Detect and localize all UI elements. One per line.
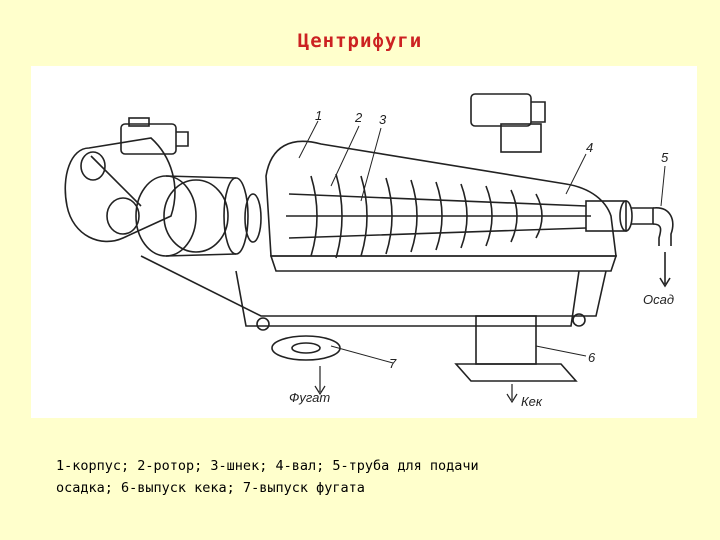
shaft-right [585, 200, 654, 232]
part-number-4: 4 [586, 140, 593, 155]
part-number-3: 3 [379, 112, 387, 127]
page-title: Центрифуги [297, 30, 423, 52]
centrifuge-diagram: 1 2 3 4 5 6 7 Осад Фугат Кек [31, 66, 697, 418]
gearbox [135, 175, 262, 257]
leader-lines [298, 120, 666, 364]
label-sediment: Осад [643, 292, 674, 307]
part-number-labels: 1 2 3 4 5 6 7 [315, 108, 669, 371]
centrifuge-drawing: 1 2 3 4 5 6 7 Осад Фугат Кек [64, 93, 674, 409]
base-frame [140, 255, 607, 382]
part-number-1: 1 [315, 108, 322, 123]
label-filtrate: Фугат [289, 390, 330, 405]
outlet-arrows [314, 366, 518, 404]
motor-left [120, 117, 189, 155]
belt-guard [64, 137, 176, 243]
caption-line-2: осадка; 6-выпуск кека; 7-выпуск фугата [56, 480, 365, 496]
casing [265, 140, 618, 272]
motor-top [470, 93, 546, 153]
figure-caption: 1-корпус; 2-ротор; 3-шнек; 4-вал; 5-труб… [56, 455, 696, 499]
part-number-7: 7 [389, 356, 397, 371]
feed-pipe [652, 207, 674, 288]
label-cake: Кек [521, 394, 543, 409]
screw-conveyor [286, 173, 591, 259]
part-number-2: 2 [354, 110, 363, 125]
caption-line-1: 1-корпус; 2-ротор; 3-шнек; 4-вал; 5-труб… [56, 458, 479, 474]
part-number-6: 6 [588, 350, 596, 365]
part-number-5: 5 [661, 150, 669, 165]
